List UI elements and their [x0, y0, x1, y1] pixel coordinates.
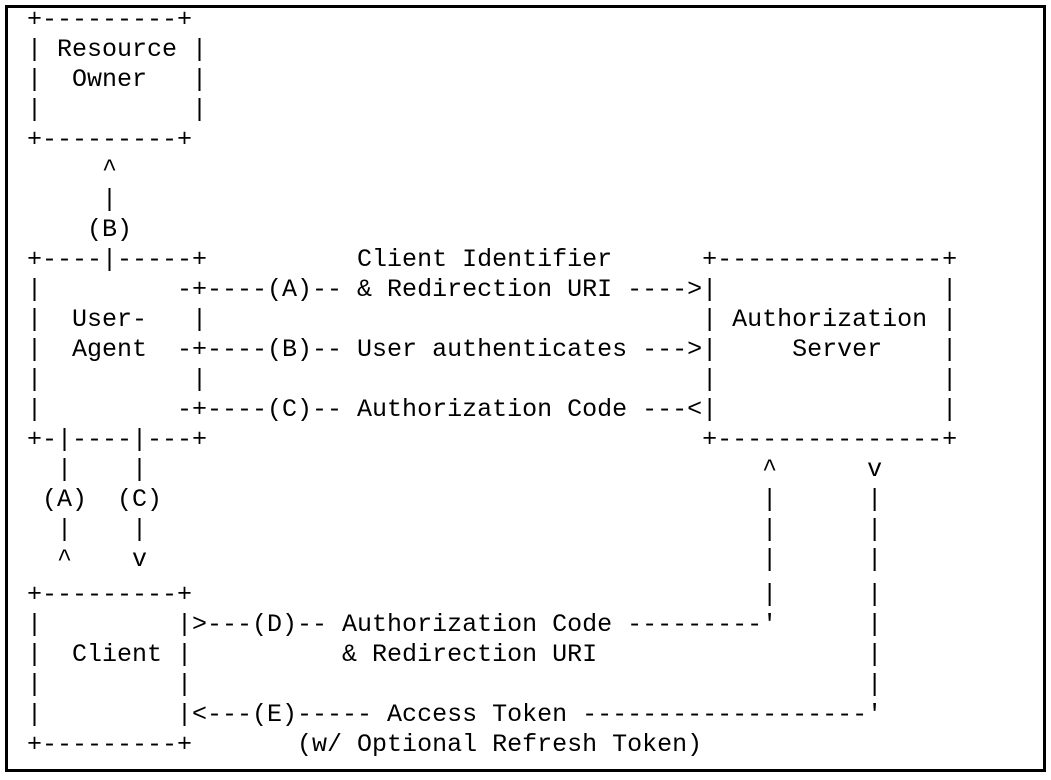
diagram-line-08: (B): [27, 215, 133, 244]
diagram-line-24: | |<---(E)----- Access Token -----------…: [27, 700, 883, 729]
diagram-line-18: | | | |: [27, 515, 883, 544]
diagram-line-15: +-|----|---+ +---------------+: [27, 425, 958, 454]
diagram-line-09: +----|-----+ Client Identifier +--------…: [27, 245, 958, 274]
diagram-line-16: | | ^ v: [27, 455, 883, 484]
diagram-line-13: | | | |: [27, 365, 958, 394]
diagram-line-04: | |: [27, 95, 208, 124]
diagram-line-17: (A) (C) | |: [27, 485, 883, 514]
diagram-line-02: | Resource |: [27, 35, 208, 64]
diagram-line-11: | User- | | Authorization |: [27, 305, 958, 334]
diagram-line-05: +---------+: [27, 125, 193, 154]
diagram-line-06: ^: [27, 155, 118, 184]
diagram-line-20: +---------+ | |: [27, 580, 883, 609]
diagram-line-19: ^ v | |: [27, 545, 883, 574]
diagram-line-22: | Client | & Redirection URI |: [27, 640, 883, 669]
diagram-line-10: | -+----(A)-- & Redirection URI ---->| |: [27, 275, 958, 304]
diagram-line-12: | Agent -+----(B)-- User authenticates -…: [27, 335, 958, 364]
diagram-border: [5, 5, 1046, 772]
diagram-line-23: | | |: [27, 670, 883, 699]
diagram-line-14: | -+----(C)-- Authorization Code ---<| |: [27, 395, 958, 424]
diagram-line-03: | Owner |: [27, 65, 208, 94]
diagram-line-21: | |>---(D)-- Authorization Code --------…: [27, 610, 883, 639]
diagram-line-25: +---------+ (w/ Optional Refresh Token): [27, 730, 703, 759]
diagram-line-01: +---------+: [27, 5, 193, 34]
diagram-line-07: |: [27, 185, 118, 214]
